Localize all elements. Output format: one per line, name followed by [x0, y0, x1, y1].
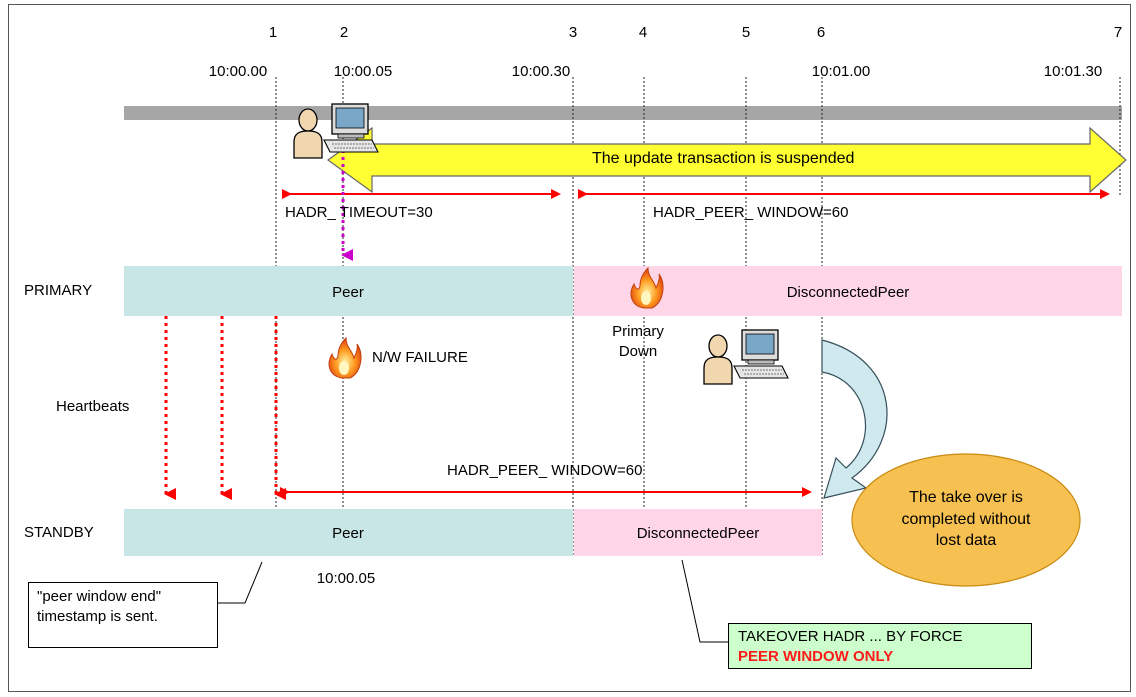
timeline-bar [124, 106, 1122, 120]
standby-disconnected-bar [574, 509, 822, 556]
result-line-1: The take over is [909, 489, 1023, 506]
result-text: The take over is completed without lost … [876, 487, 1056, 552]
heartbeats-label: Heartbeats [56, 398, 130, 415]
primary-row-label: PRIMARY [24, 282, 93, 299]
result-line-2: completed without [901, 510, 1031, 528]
timeline-point-2: 2 [339, 24, 349, 41]
fire-icon [328, 336, 362, 379]
timeline-time: 10:00.30 [511, 63, 571, 80]
callout-line-2: timestamp is sent. [37, 608, 158, 626]
standby-row-label: STANDBY [24, 524, 94, 541]
diagram-frame [8, 4, 1131, 692]
timeline-point-6: 6 [816, 24, 826, 41]
primary-down-label-line1: Primary [612, 323, 664, 340]
standby-peer-label: Peer [332, 525, 364, 542]
primary-peer-label: Peer [332, 284, 364, 301]
timeline-time: 10:00.00 [208, 63, 268, 80]
timeline-point-5: 5 [741, 24, 751, 41]
banner-text: The update transaction is suspended [592, 150, 855, 167]
user-computer-icon [293, 103, 379, 159]
callout-leader [218, 561, 263, 604]
command-line-1: TAKEOVER HADR ... BY FORCE [738, 628, 963, 645]
result-ellipse [851, 453, 1081, 587]
heartbeat-arrows [164, 316, 286, 500]
fire-icon [630, 266, 664, 309]
timeline-point-1: 1 [268, 24, 278, 41]
hadr-timeout-label: HADR_ TIMEOUT=30 [285, 204, 433, 221]
command-leader [681, 559, 728, 643]
takeover-command-box: TAKEOVER HADR ... BY FORCE PEER WINDOW O… [728, 623, 1032, 669]
standby-peer-bar [124, 509, 573, 556]
timeline-time: 10:01.00 [811, 63, 871, 80]
nw-failure-label: N/W FAILURE [372, 349, 468, 366]
suspended-banner-arrow [326, 126, 1127, 194]
standby-time-label: 10:00.05 [316, 570, 376, 587]
peer-window-standby-label: HADR_PEER_ WINDOW=60 [447, 462, 643, 479]
timeline-time: 10:00.05 [333, 63, 393, 80]
timeline-point-7: 7 [1113, 24, 1123, 41]
peer-window-primary-label: HADR_PEER_ WINDOW=60 [653, 204, 849, 221]
timeline-point-3: 3 [568, 24, 578, 41]
result-line-3: lost data [935, 532, 997, 550]
timeline-time: 10:01.30 [1043, 63, 1103, 80]
timeline-point-4: 4 [638, 24, 648, 41]
primary-down-label-line2: Down [618, 343, 658, 360]
takeover-curved-arrow [821, 339, 888, 499]
primary-disconnected-bar [574, 266, 1122, 316]
callout-line-1: "peer window end" [37, 588, 162, 605]
user-computer-icon [703, 329, 789, 385]
primary-disconnected-label: DisconnectedPeer [786, 284, 910, 301]
peer-window-end-callout: "peer window end" timestamp is sent. [28, 582, 218, 648]
standby-disconnected-label: DisconnectedPeer [636, 525, 760, 542]
command-line-2: PEER WINDOW ONLY [738, 647, 894, 665]
primary-peer-bar [124, 266, 573, 316]
